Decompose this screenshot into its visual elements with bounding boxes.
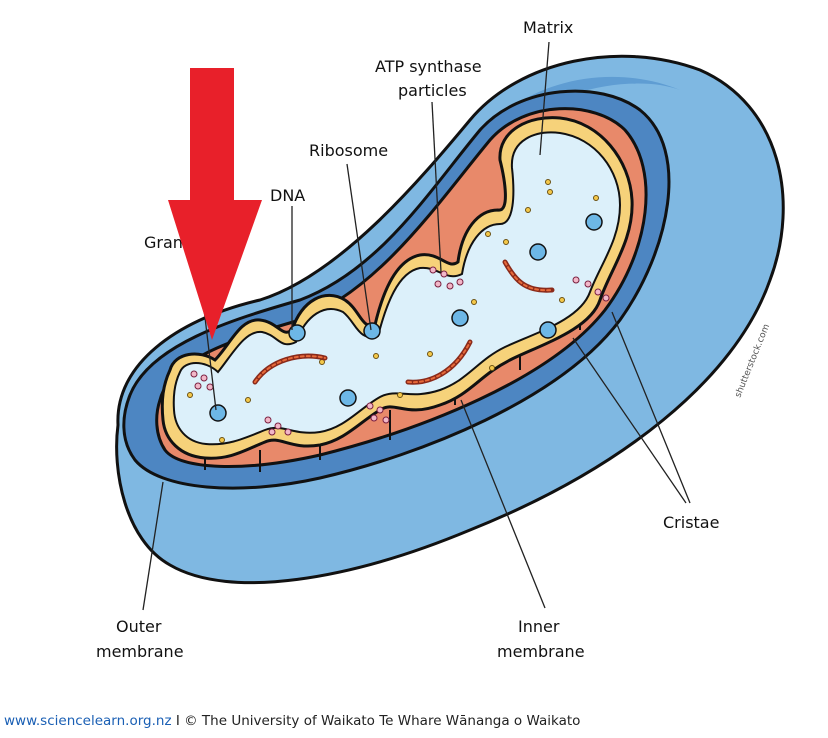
dna-strands bbox=[252, 259, 555, 385]
footer-credit-text: © The University of Waikato Te Whare Wān… bbox=[184, 713, 581, 729]
footer-credit: www.sciencelearn.org.nz I © The Universi… bbox=[4, 713, 580, 729]
ribosomes bbox=[190, 266, 610, 436]
red-pointer-arrow bbox=[168, 68, 262, 340]
label-atp-synthase-line2: particles bbox=[398, 81, 467, 100]
label-outer-membrane-line1: Outer bbox=[116, 617, 162, 636]
label-dna: DNA bbox=[270, 186, 305, 205]
label-outer-membrane-line2: membrane bbox=[96, 642, 184, 661]
matrix-region bbox=[172, 131, 622, 446]
label-inner-membrane-line2: membrane bbox=[497, 642, 585, 661]
label-inner-membrane-line1: Inner bbox=[518, 617, 560, 636]
label-atp-synthase-line1: ATP synthase bbox=[375, 57, 482, 76]
labels: Matrix ATP synthase particles Ribosome D… bbox=[96, 18, 719, 661]
footer-separator: I bbox=[171, 713, 185, 729]
label-granules: Gran bbox=[144, 233, 183, 252]
atp-synthase-particles bbox=[187, 179, 599, 443]
label-cristae: Cristae bbox=[663, 513, 719, 532]
leader-lines bbox=[142, 41, 691, 611]
label-ribosome: Ribosome bbox=[309, 141, 388, 160]
footer-link[interactable]: www.sciencelearn.org.nz bbox=[4, 713, 172, 729]
label-matrix: Matrix bbox=[523, 18, 573, 37]
granules bbox=[209, 213, 603, 422]
